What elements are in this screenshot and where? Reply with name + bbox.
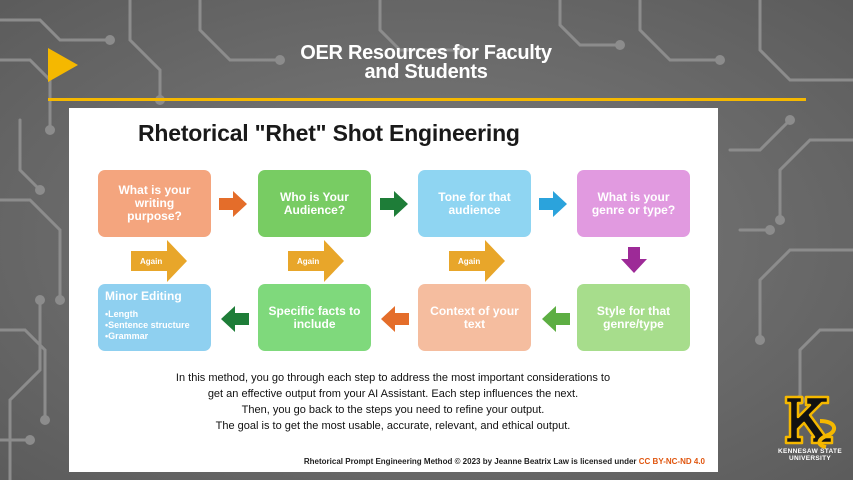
again-label: Again [140,256,163,266]
step-label: Minor Editing [105,289,182,303]
ksu-wordmark-line-2: UNIVERSITY [788,455,831,462]
method-description: In this method, you go through each step… [109,370,677,434]
step-box-style: Style for that genre/type [577,284,690,351]
description-line: get an effective output from your AI Ass… [207,388,579,400]
arrow-down-icon [621,247,647,273]
step-label: Specific facts to include [268,303,361,331]
editing-item-sentence-structure: Sentence structure [105,320,190,331]
editing-list: Length Sentence structure Grammar [105,309,190,342]
again-arrow-icon [449,240,505,282]
ksu-wordmark: KENNESAW STATE UNIVERSITY [770,448,850,462]
step-box-writing-purpose: What is your writing purpose? [98,170,211,237]
header-title-line-2: and Students [364,61,488,83]
play-triangle-icon [48,48,78,82]
again-arrow-icon [288,240,344,282]
step-box-genre: What is your genre or type? [577,170,690,237]
ksu-wordmark-line-1: KENNESAW STATE [778,448,842,455]
step-box-tone: Tone for that audience [418,170,531,237]
description-line: Then, you go back to the steps you need … [241,404,545,416]
license-link[interactable]: CC BY-NC-ND 4.0 [638,457,705,466]
slide-title: Rhetorical "Rhet" Shot Engineering [138,120,520,146]
step-label: Tone for that audience [438,189,511,217]
arrow-left-icon [381,306,409,332]
gold-divider [48,98,806,101]
step-label: What is your writing purpose? [118,183,191,223]
ksu-logo-icon [784,395,837,449]
header-title: OER Resources for Faculty and Students [226,42,626,83]
arrow-left-icon [221,306,249,332]
again-arrow-2: Again [288,240,344,282]
editing-item-grammar: Grammar [105,331,190,342]
again-arrow-3: Again [449,240,505,282]
step-label: Who is Your Audience? [280,189,349,217]
step-box-specific-facts: Specific facts to include [258,284,371,351]
step-label: What is your genre or type? [591,189,676,217]
editing-item-length: Length [105,309,190,320]
step-box-minor-editing: Minor Editing Length Sentence structure … [98,284,211,351]
arrow-left-icon [542,306,570,332]
arrow-right-icon [539,191,567,217]
arrow-right-icon [219,191,247,217]
step-box-context: Context of your text [418,284,531,351]
step-label: Style for that genre/type [596,303,671,331]
step-label: Context of your text [430,303,519,331]
again-arrow-1: Again [131,240,187,282]
again-arrow-icon [131,240,187,282]
credit-text: Rhetorical Prompt Engineering Method © 2… [303,457,639,466]
header-title-line-1: OER Resources for Faculty [300,42,552,64]
again-label: Again [297,256,320,266]
arrow-right-icon [380,191,408,217]
slide-panel: Rhetorical "Rhet" Shot Engineering What … [69,108,718,472]
description-line: In this method, you go through each step… [175,372,611,384]
license-credit: Rhetorical Prompt Engineering Method © 2… [304,457,705,466]
again-label: Again [458,256,481,266]
description-line: The goal is to get the most usable, accu… [215,420,571,432]
step-box-audience: Who is Your Audience? [258,170,371,237]
